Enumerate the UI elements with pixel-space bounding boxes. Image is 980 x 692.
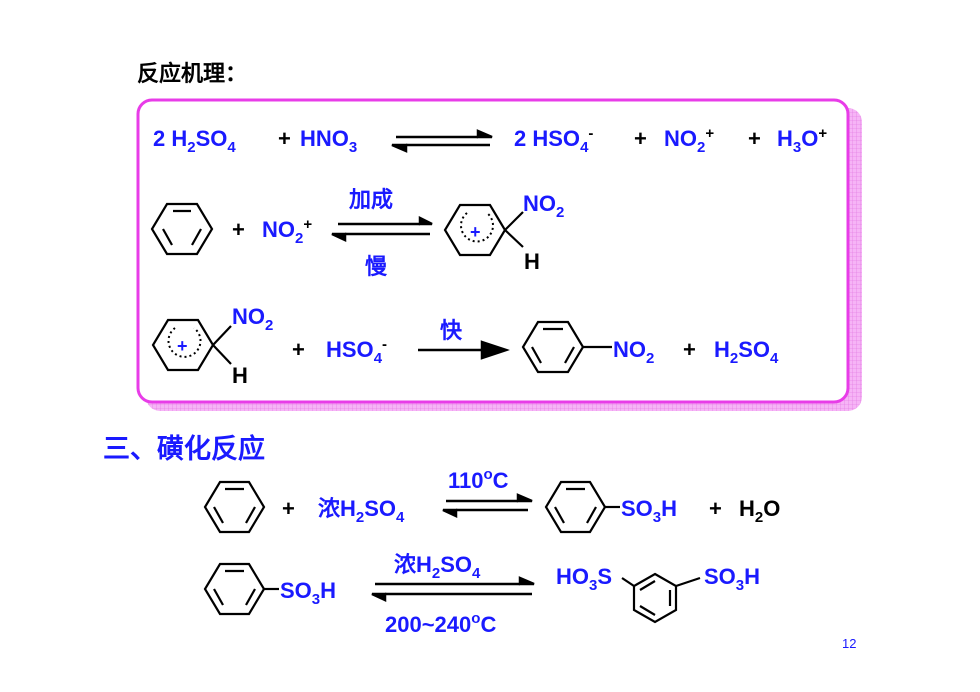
sulf2-product-left: HO3S xyxy=(556,564,612,594)
sulf1-byproduct: H2O xyxy=(739,496,780,526)
benzene-icon xyxy=(203,480,266,534)
plus-sign: + xyxy=(709,496,722,521)
benzenesulfonic-acid-ring-icon xyxy=(203,562,279,616)
equilibrium-arrow xyxy=(442,493,533,518)
eq2-arrow-bottom: 慢 xyxy=(365,254,388,279)
plus-sign: + xyxy=(292,337,305,362)
eq1-reactant-1: 2 H2SO4 xyxy=(153,126,236,156)
ring-charge: + xyxy=(470,222,481,242)
equilibrium-arrow xyxy=(371,576,535,602)
eq1-product-1: 2 HSO4- xyxy=(514,125,593,156)
sulf1-product-group: SO3H xyxy=(621,496,677,526)
arenium-ion-icon: + xyxy=(443,203,524,257)
plus-sign: + xyxy=(282,496,295,521)
sulf2-reactant-group: SO3H xyxy=(280,578,336,608)
sulf1-condition: 110oC xyxy=(448,466,509,493)
plus-sign: + xyxy=(232,217,245,242)
plus-sign: + xyxy=(748,126,761,151)
equilibrium-arrow xyxy=(331,215,433,242)
eq2-arrow-top: 加成 xyxy=(348,187,393,212)
benzene-icon xyxy=(150,202,214,256)
plus-sign: + xyxy=(634,126,647,151)
page-number: 12 xyxy=(842,636,857,651)
eq3-hydrogen: H xyxy=(232,363,248,388)
section-title: 三、磺化反应 xyxy=(103,434,265,465)
heading: 反应机理： xyxy=(137,62,248,87)
reaction-arrow xyxy=(418,340,510,360)
ring-charge: + xyxy=(177,336,188,356)
plus-sign: + xyxy=(278,126,291,151)
mechanism-eq1: 2 H2SO4 + HNO3 2 HSO4- + NO2+ + H3O+ xyxy=(153,125,827,156)
sulfonation-eq2: SO3H 浓H2SO4 200~240oC HO3S SO3H xyxy=(203,552,760,637)
eq2-hydrogen: H xyxy=(524,249,540,274)
plus-sign: + xyxy=(683,337,696,362)
benzenesulfonic-acid-ring-icon xyxy=(544,480,620,534)
arenium-ion-icon: + xyxy=(151,318,232,372)
eq1-product-3: H3O+ xyxy=(777,125,827,156)
sulf1-reagent: 浓H2SO4 xyxy=(318,496,405,526)
sulfonation-eq1: + 浓H2SO4 110oC SO3H + H2O xyxy=(203,466,780,534)
sulf2-product-right: SO3H xyxy=(704,564,760,594)
benzenedisulfonic-acid-ring-icon xyxy=(621,572,701,624)
eq3-arrow-top: 快 xyxy=(440,318,463,343)
nitrobenzene-ring-icon xyxy=(521,320,612,374)
sulf2-arrow-top: 浓H2SO4 xyxy=(394,552,481,582)
sulf2-arrow-bottom: 200~240oC xyxy=(385,610,496,637)
